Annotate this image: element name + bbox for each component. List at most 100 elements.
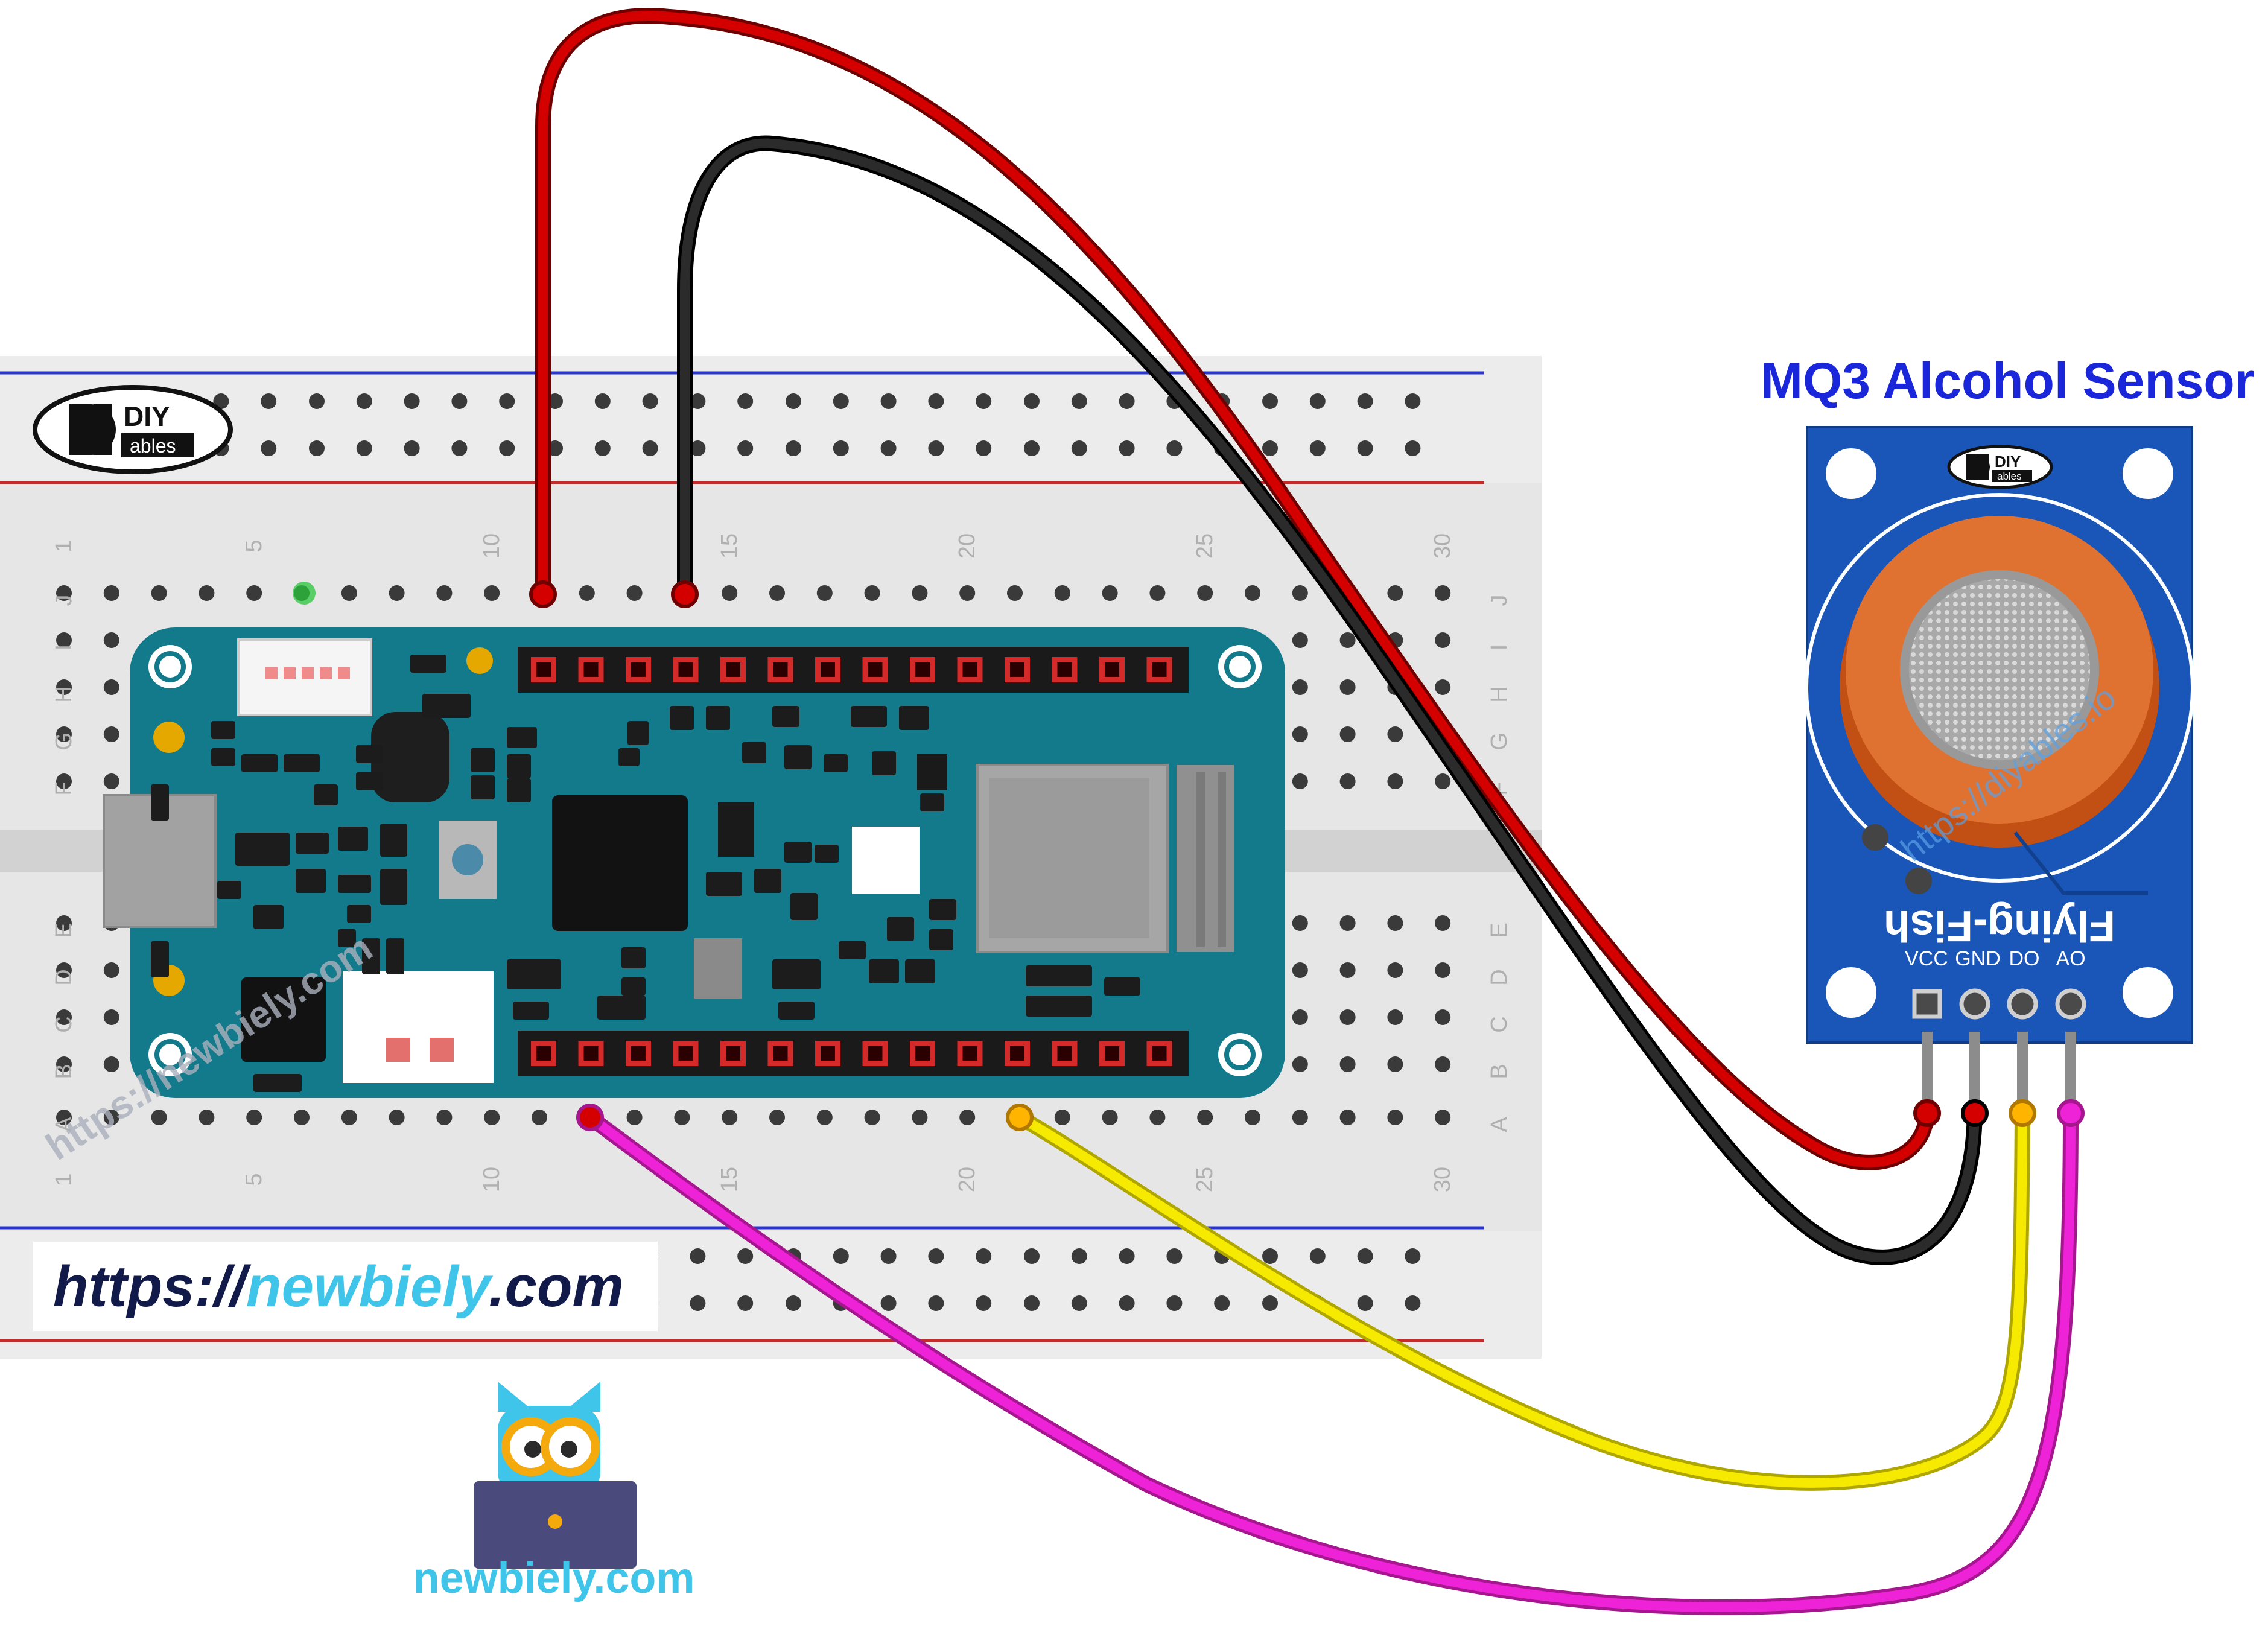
breadboard-hole — [1262, 393, 1278, 409]
breadboard-hole — [1054, 1110, 1070, 1125]
row-letter: F — [51, 781, 77, 795]
breadboard-hole — [103, 632, 119, 648]
breadboard-hole — [389, 585, 405, 601]
smd-part — [211, 721, 235, 739]
breadboard-hole — [151, 1110, 167, 1125]
breadboard-hole — [261, 393, 277, 409]
smd-part — [380, 869, 407, 905]
breadboard-hole — [1339, 1056, 1356, 1072]
highlight-hole — [293, 582, 316, 605]
breadboard-hole — [1339, 1110, 1356, 1125]
breadboard-hole — [1054, 585, 1070, 601]
breadboard-hole — [1024, 393, 1040, 409]
smd-part — [1104, 977, 1140, 996]
breadboard-hole — [356, 393, 372, 409]
breadboard-hole — [56, 632, 72, 648]
url-box — [33, 1242, 658, 1331]
breadboard-hole — [737, 393, 754, 409]
smd-part — [217, 881, 241, 899]
url-text: https://newbiely.com — [53, 1254, 624, 1319]
breadboard-hole — [56, 915, 72, 931]
smd-part — [507, 727, 537, 748]
smd-part — [338, 929, 356, 947]
column-number: 10 — [479, 533, 504, 559]
breadboard-hole — [56, 1009, 72, 1025]
breadboard-hole — [341, 585, 357, 601]
breadboard-hole — [912, 585, 928, 601]
breadboard-hole — [56, 1056, 72, 1072]
breadboard-hole — [1387, 585, 1403, 601]
breadboard-hole — [1387, 773, 1403, 789]
header-bottom — [518, 1031, 1189, 1076]
column-number: 1 — [51, 539, 77, 552]
breadboard-hole — [1435, 962, 1451, 978]
breadboard-hole — [1102, 585, 1118, 601]
breadboard-hole — [436, 585, 453, 601]
row-letter: H — [1487, 686, 1512, 702]
breadboard-hole — [436, 1110, 453, 1125]
breadboard-hole — [1071, 1295, 1087, 1311]
arduino-mkr-board — [103, 627, 1285, 1098]
breadboard-hole — [642, 440, 658, 456]
owl-mascot-icon — [474, 1382, 637, 1569]
breadboard-hole — [1292, 585, 1308, 601]
breadboard-hole — [1071, 440, 1087, 456]
row-letter: C — [51, 1016, 77, 1032]
breadboard-hole — [1309, 393, 1326, 409]
pin-label-gnd: GND — [1955, 947, 2001, 970]
header-top — [518, 647, 1189, 693]
smd-part — [772, 959, 821, 989]
breadboard-hole — [56, 726, 72, 742]
breadboard-hole — [1149, 1110, 1166, 1125]
breadboard-hole — [864, 585, 880, 601]
breadboard-hole — [261, 440, 277, 456]
smd-part — [790, 893, 818, 920]
logo-bottom-text: ables — [130, 435, 176, 457]
breadboard-hole — [103, 773, 119, 789]
breadboard-hole — [833, 440, 849, 456]
breadboard-hole — [547, 440, 563, 456]
breadboard-hole — [1166, 440, 1183, 456]
breadboard-hole — [1292, 1056, 1308, 1072]
breadboard-hole — [103, 585, 119, 601]
breadboard-hole — [309, 440, 325, 456]
smd-part — [338, 827, 368, 851]
breadboard-hole — [769, 585, 785, 601]
breadboard-hole — [1024, 1248, 1040, 1264]
breadboard-hole — [1435, 1056, 1451, 1072]
breadboard-hole — [1262, 440, 1278, 456]
row-letter: E — [51, 923, 77, 938]
smd-part — [621, 947, 646, 968]
breadboard-hole — [451, 440, 468, 456]
sensor-logo: DIY ables — [1947, 445, 2053, 489]
breadboard-hole — [1292, 726, 1308, 742]
breadboard-hole — [880, 1248, 897, 1264]
smd-part — [929, 899, 956, 920]
column-number: 30 — [1430, 1167, 1455, 1192]
breadboard-hole — [880, 440, 897, 456]
breadboard-hole — [579, 585, 595, 601]
breadboard-hole — [1119, 1248, 1135, 1264]
breadboard-hole — [1245, 1110, 1260, 1125]
breadboard-hole — [1245, 585, 1260, 601]
row-letter: B — [51, 1064, 77, 1079]
sensor-logo-top: DIY — [1995, 453, 2021, 471]
breadboard-hole — [833, 1248, 849, 1264]
smd-part — [410, 655, 446, 673]
smd-part — [151, 784, 169, 821]
sensor-pin-labels: VCC GND DO AO — [1905, 947, 2085, 970]
smd-part — [618, 748, 640, 766]
smd-part — [621, 977, 646, 996]
smd-components — [151, 655, 1140, 1092]
breadboard-hole — [1292, 679, 1308, 695]
smd-part — [296, 869, 326, 893]
breadboard-hole — [594, 440, 611, 456]
smd-part — [471, 775, 495, 799]
row-letter: I — [1487, 644, 1512, 651]
smd-part — [839, 941, 866, 959]
smd-part — [235, 833, 290, 866]
breadboard-hole — [1024, 1295, 1040, 1311]
breadboard-hole — [737, 440, 754, 456]
breadboard-hole — [1357, 1295, 1373, 1311]
